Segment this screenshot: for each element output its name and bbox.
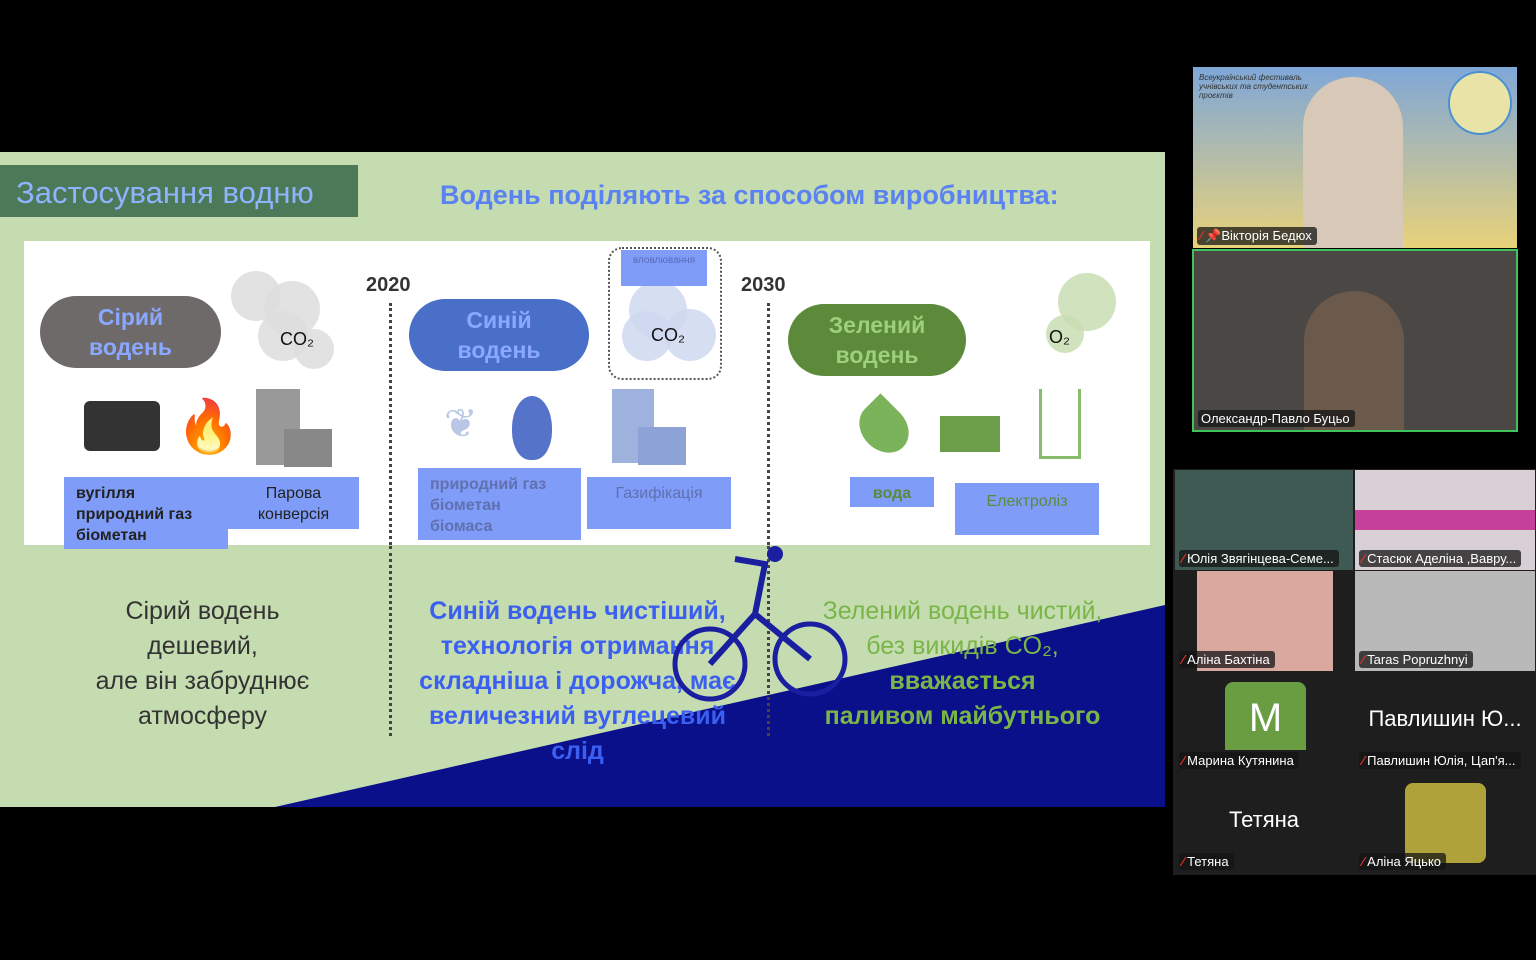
festival-banner: Всеукраїнський фестиваль учнівських та с… [1199, 73, 1308, 100]
water-label: вода [850, 477, 934, 507]
flame-icon: 🔥 [176, 398, 241, 456]
participant-display-name: Тетяна [1228, 807, 1300, 832]
muted-mic-icon: ⁄ [1362, 854, 1365, 869]
solar-panel-icon [940, 416, 1000, 452]
pill-line: водень [88, 334, 172, 360]
co2-capture-box [608, 247, 722, 380]
flame-icon [512, 396, 552, 460]
green-description: Зелений водень чистий,без викидів CO₂,вв… [822, 597, 1103, 730]
muted-mic-icon: ⁄ [1182, 854, 1185, 869]
avatar [1405, 783, 1486, 863]
speaker-video-tile[interactable]: Всеукраїнський фестиваль учнівських та с… [1193, 67, 1517, 248]
co2-label: CO₂ [651, 325, 685, 345]
cyclist-icon [672, 546, 848, 702]
muted-mic-icon: ⁄ [1362, 551, 1365, 566]
participant-tile[interactable]: ⁄Стасюк Аделіна ,Вавру... [1355, 470, 1535, 570]
muted-mic-icon: ⁄ [1200, 228, 1203, 243]
participant-tile[interactable]: Тетяна⁄Тетяна [1175, 773, 1353, 873]
blue-description: Синій водень чистіший,технологія отриман… [419, 597, 736, 765]
pill-line: Сірий [97, 304, 164, 330]
muted-mic-icon: ⁄ [1182, 652, 1185, 667]
cloud-icon [294, 329, 334, 369]
participant-tile[interactable]: M⁄Марина Кутянина [1175, 672, 1353, 772]
speaker-name: ⁄📌Вікторія Бедюх [1197, 227, 1317, 245]
speaker-person [1303, 77, 1403, 248]
muted-mic-icon: ⁄ [1362, 753, 1365, 768]
year-2030: 2030 [741, 274, 786, 296]
cloud-icon [664, 309, 716, 361]
electrolysis-beaker-icon [1039, 389, 1081, 459]
timeline-divider [767, 303, 770, 545]
navy-triangle-decoration [275, 605, 1165, 807]
capture-label: вловлювання [621, 250, 707, 286]
participant-person [1304, 291, 1404, 430]
muted-mic-icon: ⁄ [1182, 551, 1185, 566]
timeline-divider [767, 546, 770, 736]
active-speaker-tile[interactable]: Олександр-Павло Буцьо [1192, 249, 1518, 432]
co2-label: CO₂ [280, 329, 314, 349]
muted-mic-icon: ⁄ [1182, 753, 1185, 768]
gasification-label: Газифікація [587, 477, 731, 529]
grey-hydrogen-pill: Сірий водень [40, 296, 221, 368]
leaf-icon: ❦ [444, 402, 478, 446]
factory-icon-part [284, 429, 332, 467]
muted-mic-icon: ⁄ [1362, 652, 1365, 667]
year-2020: 2020 [366, 274, 411, 296]
shared-slide: Застосування водню Водень поділяють за с… [0, 152, 1165, 807]
coal-cart-icon [84, 401, 160, 451]
participant-tile[interactable]: ⁄Аліна Яцько [1355, 773, 1535, 873]
participant-tile[interactable]: ⁄Аліна Бахтіна [1175, 571, 1353, 671]
electrolysis-label: Електроліз [955, 483, 1099, 535]
slide-heading: Водень поділяють за способом виробництва… [440, 180, 1059, 210]
o2-label: O₂ [1049, 327, 1070, 347]
cloud-icon [1046, 315, 1084, 353]
pin-icon: 📌 [1205, 228, 1222, 243]
participant-name: Олександр-Павло Буцьо [1198, 410, 1355, 427]
participant-tile[interactable]: ⁄Юлія Звягінцева-Семе... [1175, 470, 1353, 570]
gallery-grid: ⁄Юлія Звягінцева-Семе... ⁄Стасюк Аделіна… [1173, 469, 1536, 875]
participant-tile[interactable]: ⁄Taras Popruzhnyi [1355, 571, 1535, 671]
festival-logo [1448, 71, 1512, 135]
timeline-divider [389, 546, 392, 736]
factory-icon-part [638, 427, 686, 465]
timeline-divider [389, 303, 392, 545]
avatar: M [1225, 682, 1306, 750]
slide-title: Застосування водню [0, 165, 358, 217]
cloud-icon [622, 311, 672, 361]
participant-display-name: Павлишин Ю... [1368, 706, 1522, 731]
participant-tile[interactable]: Павлишин Ю...⁄Павлишин Юлія, Цап'я... [1355, 672, 1535, 772]
water-drop-icon [849, 393, 919, 463]
